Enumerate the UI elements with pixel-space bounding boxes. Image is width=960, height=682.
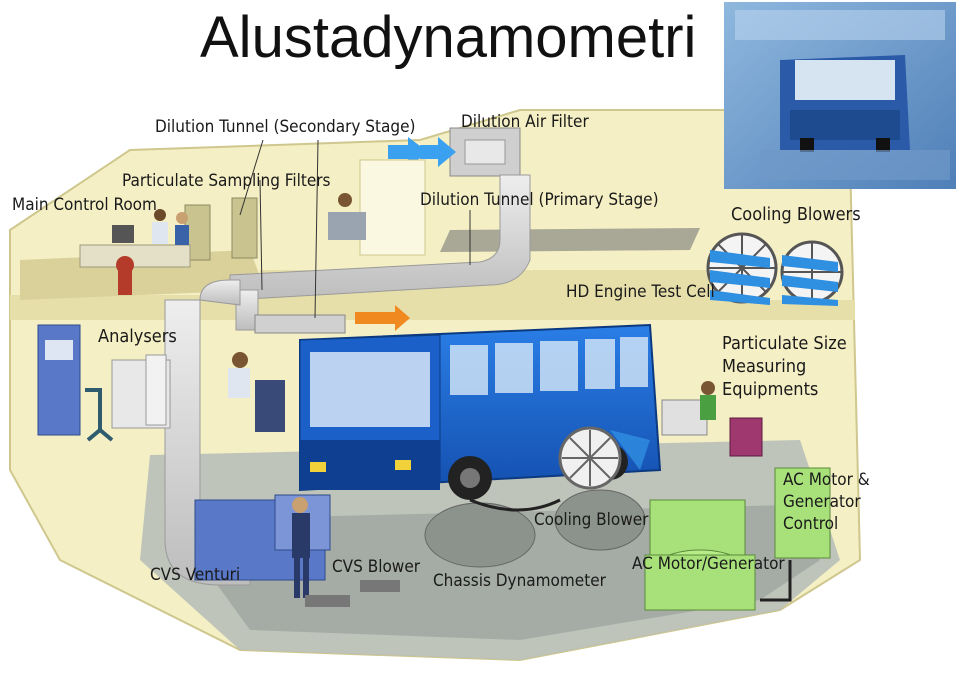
label-analysers: Analysers — [98, 326, 177, 347]
ac-motor-generator — [644, 499, 756, 611]
bus-photo-inset — [724, 2, 956, 189]
label-dilution-air-filter: Dilution Air Filter — [461, 112, 589, 132]
particulate-size-cart — [729, 417, 763, 457]
label-main-control-room: Main Control Room — [12, 195, 157, 215]
label-cooling-blower: Cooling Blower — [534, 510, 649, 530]
ac-motor-control-cabinet — [774, 467, 831, 559]
label-cooling-blowers: Cooling Blowers — [731, 204, 861, 225]
label-ac-motor-control-line-3: Control — [783, 514, 839, 534]
label-ac-motor-control-line-1: AC Motor & — [783, 470, 870, 490]
label-cvs-venturi: CVS Venturi — [150, 565, 241, 585]
control-desk — [79, 244, 191, 268]
air-flow-arrow-2 — [420, 137, 456, 167]
label-particulate-size-line-1: Particulate Size — [722, 333, 847, 354]
label-particulate-size-line-2: Measuring — [722, 356, 807, 377]
label-ac-motor-generator: AC Motor/Generator — [632, 554, 785, 574]
label-ac-motor-control-line-2: Generator — [783, 492, 861, 512]
label-particulate-size-line-3: Equipments — [722, 379, 819, 400]
label-chassis-dynamometer: Chassis Dynamometer — [433, 571, 606, 591]
label-cvs-blower: CVS Blower — [332, 557, 421, 577]
label-particulate-sampling-filters: Particulate Sampling Filters — [122, 171, 331, 191]
label-dilution-tunnel-primary: Dilution Tunnel (Primary Stage) — [420, 190, 659, 210]
particulate-filter-unit — [254, 314, 346, 334]
exhaust-arrow — [355, 305, 410, 331]
label-dilution-tunnel-secondary: Dilution Tunnel (Secondary Stage) — [155, 117, 416, 137]
page-title: Alustadynamometri — [200, 5, 697, 70]
cooling-blowers — [706, 232, 844, 306]
cvs-blower — [194, 494, 331, 598]
label-hd-engine-test-cell: HD Engine Test Cell — [566, 282, 715, 302]
upper-floor — [10, 270, 855, 320]
dilution-tunnel-secondary — [235, 289, 259, 331]
dyno-roller-1 — [424, 502, 536, 568]
sampling-cabinet — [255, 380, 285, 432]
monitor — [112, 225, 134, 243]
observer-room — [359, 159, 426, 256]
ceiling-grating — [440, 228, 700, 252]
control-cable — [760, 560, 792, 602]
dyno-roller-2 — [554, 489, 646, 551]
leader-lines — [239, 139, 471, 319]
